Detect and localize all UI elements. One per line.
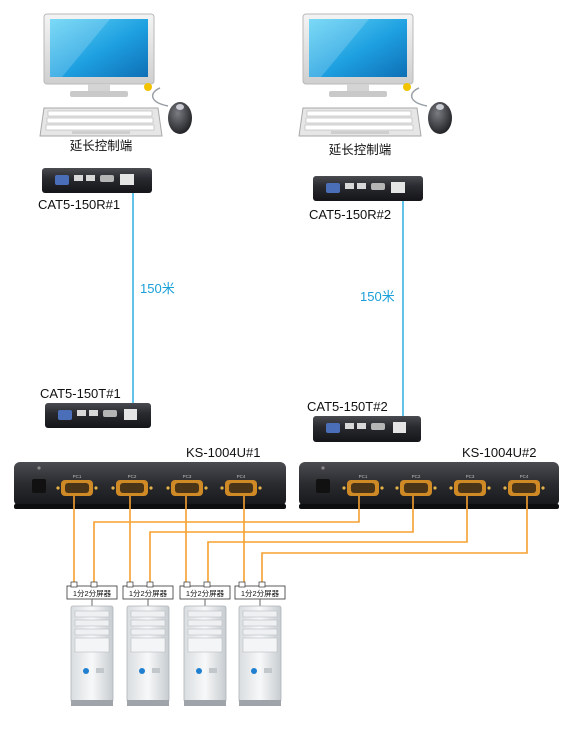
vga-port xyxy=(111,480,153,496)
left-port-label: PC3 xyxy=(183,474,192,479)
right-receiver-device xyxy=(313,176,423,201)
mouse-icon xyxy=(403,83,452,134)
left-transmitter-label: CAT5-150T#1 xyxy=(40,386,121,401)
right-receiver-label: CAT5-150R#2 xyxy=(309,207,391,222)
vga-port xyxy=(449,480,491,496)
left-console-label: 延长控制端 xyxy=(70,139,133,153)
left-port-label: PC1 xyxy=(73,474,82,479)
vga-port xyxy=(56,480,98,496)
left-receiver-device xyxy=(42,168,152,193)
right-transmitter-label: CAT5-150T#2 xyxy=(307,399,388,414)
right-console: 延长控制端 xyxy=(298,13,452,157)
right-port-label: PC4 xyxy=(520,474,529,479)
left-console: 延长控制端 xyxy=(39,13,192,153)
right-port-label: PC1 xyxy=(359,474,368,479)
splitter-box: 1分2分屏器 xyxy=(179,581,231,600)
monitor-icon xyxy=(302,13,414,97)
right-port-label: PC2 xyxy=(412,474,421,479)
mouse-icon xyxy=(144,83,192,134)
right-cable-length-label: 150米 xyxy=(360,289,395,304)
keyboard-icon xyxy=(39,107,163,137)
vga-port xyxy=(395,480,437,496)
right-port-label: PC3 xyxy=(466,474,475,479)
splitter-label: 1分2分屏器 xyxy=(186,589,225,598)
splitter-label: 1分2分屏器 xyxy=(129,589,168,598)
left-cable-length-label: 150米 xyxy=(140,281,175,296)
splitter-box: 1分2分屏器 xyxy=(234,581,286,600)
switch-to-computer-links xyxy=(73,496,528,585)
splitter-box: 1分2分屏器 xyxy=(66,581,118,600)
tower-computer-icon xyxy=(238,605,282,706)
vga-port xyxy=(503,480,545,496)
vga-port xyxy=(220,480,262,496)
vga-port xyxy=(342,480,384,496)
splitter-label: 1分2分屏器 xyxy=(241,589,280,598)
right-console-label: 延长控制端 xyxy=(329,143,392,157)
tower-computer-icon xyxy=(70,605,114,706)
right-switch-label: KS-1004U#2 xyxy=(462,445,536,460)
monitor-icon xyxy=(43,13,155,97)
left-port-label: PC2 xyxy=(128,474,137,479)
splitter-box: 1分2分屏器 xyxy=(122,581,174,600)
right-transmitter-device xyxy=(313,416,421,442)
left-switch-label: KS-1004U#1 xyxy=(186,445,260,460)
left-receiver-label: CAT5-150R#1 xyxy=(38,197,120,212)
splitter-label: 1分2分屏器 xyxy=(73,589,112,598)
keyboard-icon xyxy=(298,107,422,137)
left-transmitter-device xyxy=(45,403,151,428)
vga-port xyxy=(166,480,208,496)
tower-computer-icon xyxy=(183,605,227,706)
tower-computer-icon xyxy=(126,605,170,706)
left-port-label: PC4 xyxy=(237,474,246,479)
